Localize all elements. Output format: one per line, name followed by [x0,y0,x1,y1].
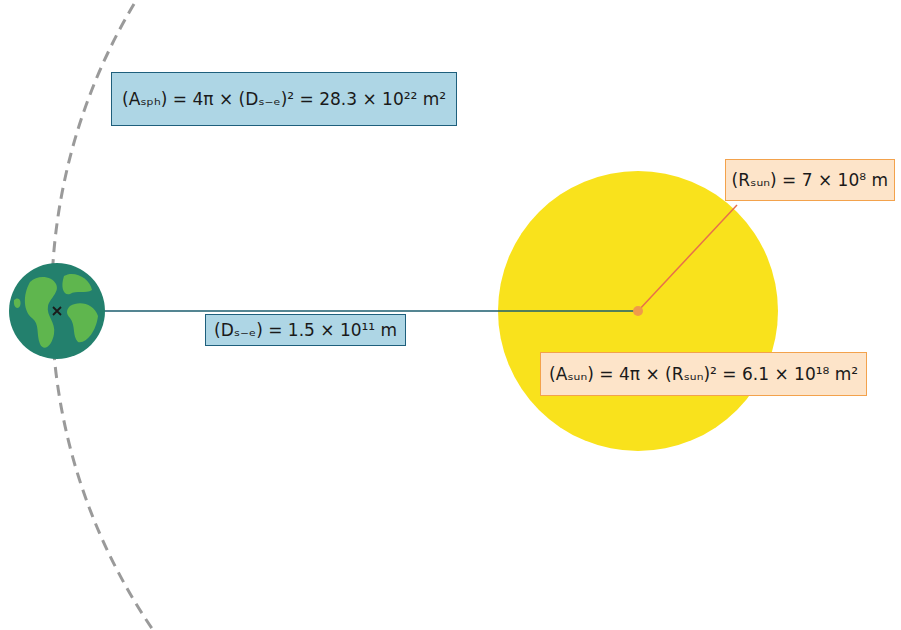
formula-text: (Aₛₚₕ) = 4π × (Dₛ₋ₑ)² = 28.3 × 10²² m² [122,88,446,110]
formula-text: (Rₛᵤₙ) = 7 × 10⁸ m [732,169,888,191]
formula-box: (Aₛₚₕ) = 4π × (Dₛ₋ₑ)² = 28.3 × 10²² m² [111,72,457,126]
radius-line [638,205,737,311]
distance-line [57,310,638,312]
formula-text: (Aₛᵤₙ) = 4π × (Rₛᵤₙ)² = 6.1 × 10¹⁸ m² [549,363,858,385]
sun-formula-box: (Rₛᵤₙ) = 7 × 10⁸ m [725,159,895,201]
earth-globe [9,263,105,359]
formula-text: (Dₛ₋ₑ) = 1.5 × 10¹¹ m [214,319,397,341]
sun-formula-box: (Aₛᵤₙ) = 4π × (Rₛᵤₙ)² = 6.1 × 10¹⁸ m² [540,352,867,396]
formula-box: (Dₛ₋ₑ) = 1.5 × 10¹¹ m [205,314,406,346]
sun-centre [633,306,643,316]
